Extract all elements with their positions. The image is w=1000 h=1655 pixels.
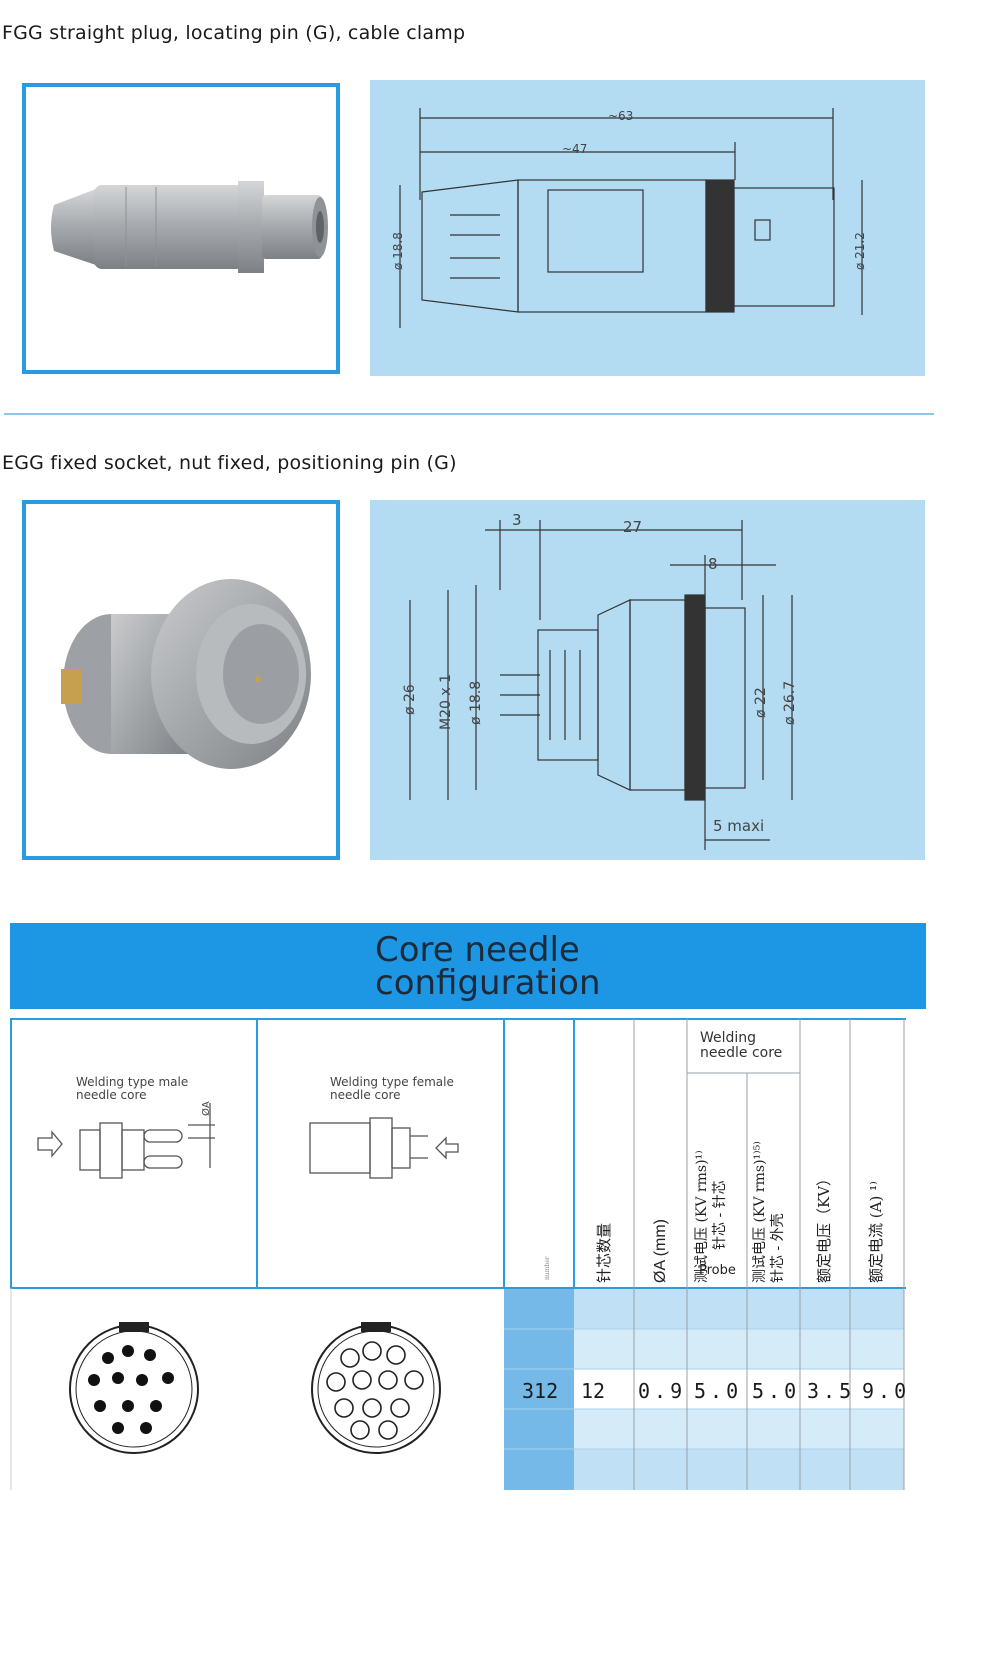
dim-dia-26-7: ø 26.7 (782, 680, 798, 725)
table-grid (10, 1018, 906, 1490)
dim-3: 3 (512, 511, 522, 529)
dim-5-maxi: 5 maxi (713, 817, 765, 835)
group-header-line2: needle core (700, 1045, 783, 1061)
cell-rated-current: 9.0 (862, 1379, 911, 1403)
cell-dia-a: 0.9 (638, 1379, 687, 1403)
header-pin-count: 针芯数量 (595, 1222, 613, 1283)
header-dia-a: ØA (mm) (652, 1219, 669, 1283)
plug-photo-frame (22, 83, 340, 374)
header-number: number (544, 1256, 551, 1280)
cell-rated-voltage: 3.5 (807, 1379, 856, 1403)
plug-dimension-drawing (399, 108, 863, 328)
cell-test-v-pin: 5.0 (694, 1379, 743, 1403)
female-label-line2: needle core (330, 1088, 401, 1102)
dim-dia-21-2: ø 21.2 (853, 232, 867, 270)
header-rated-voltage: 额定电压（KV） (815, 1170, 833, 1283)
dim-dia-18-8-socket: ø 18.8 (468, 680, 484, 725)
male-dim-a: ØA (201, 1101, 212, 1116)
dim-m20x1: M20 x 1 (438, 674, 454, 730)
section-divider (4, 413, 934, 415)
male-pin-diagram (37, 1103, 215, 1179)
header-probe: Probe (699, 1263, 736, 1278)
cell-test-v-shell: 5.0 (752, 1379, 801, 1403)
header-test-v-shell-line1: 测试电压 (KV rms)¹⁾⁵⁾ (752, 1141, 768, 1283)
socket-photo-frame (22, 500, 340, 860)
header-test-v-shell-line2: 针芯 - 外壳 (770, 1213, 786, 1283)
dim-27: 27 (623, 518, 643, 536)
banner-title-line1: Core needle (375, 930, 580, 970)
dim-dia-22: ø 22 (753, 687, 769, 718)
header-test-v-pin-line2: 针芯 - 针芯 (712, 1180, 728, 1250)
straight-plug-image (51, 181, 328, 273)
female-label-line1: Welding type female (330, 1075, 454, 1089)
dim-dia-18-8: ø 18.8 (391, 232, 405, 270)
fixed-socket-image (61, 579, 311, 769)
socket-drawing-panel: 3 27 8 ø 26 M20 x 1 ø 18.8 ø 22 ø 26.7 5… (370, 500, 925, 860)
female-pin-diagram (309, 1117, 459, 1179)
section1-title: FGG straight plug, locating pin (G), cab… (2, 22, 466, 44)
male-label-line1: Welding type male (76, 1075, 189, 1089)
dim-8: 8 (708, 555, 718, 573)
dim-dia-26: ø 26 (402, 684, 418, 715)
male-label-line2: needle core (76, 1088, 147, 1102)
section2-title: EGG fixed socket, nut fixed, positioning… (2, 452, 457, 474)
dim-63: ~63 (608, 109, 634, 123)
header-rated-current: 额定电流 (A) ¹⁾ (867, 1181, 885, 1283)
dim-47: ~47 (562, 142, 588, 156)
banner-title-line2: configuration (375, 963, 601, 1003)
core-config-table: Welding type male needle core ØA Welding… (10, 1018, 906, 1490)
cell-number: 312 (522, 1379, 559, 1403)
socket-dimension-drawing (409, 520, 793, 850)
female-contact-face (311, 1322, 441, 1454)
group-header-line1: Welding (700, 1030, 757, 1046)
config-banner: Core needle configuration (10, 923, 926, 1009)
plug-drawing-panel: ~63 ~47 ø 18.8 ø 21.2 (370, 80, 925, 376)
male-contact-face (69, 1322, 199, 1454)
cell-pin-count: 12 (581, 1379, 606, 1403)
